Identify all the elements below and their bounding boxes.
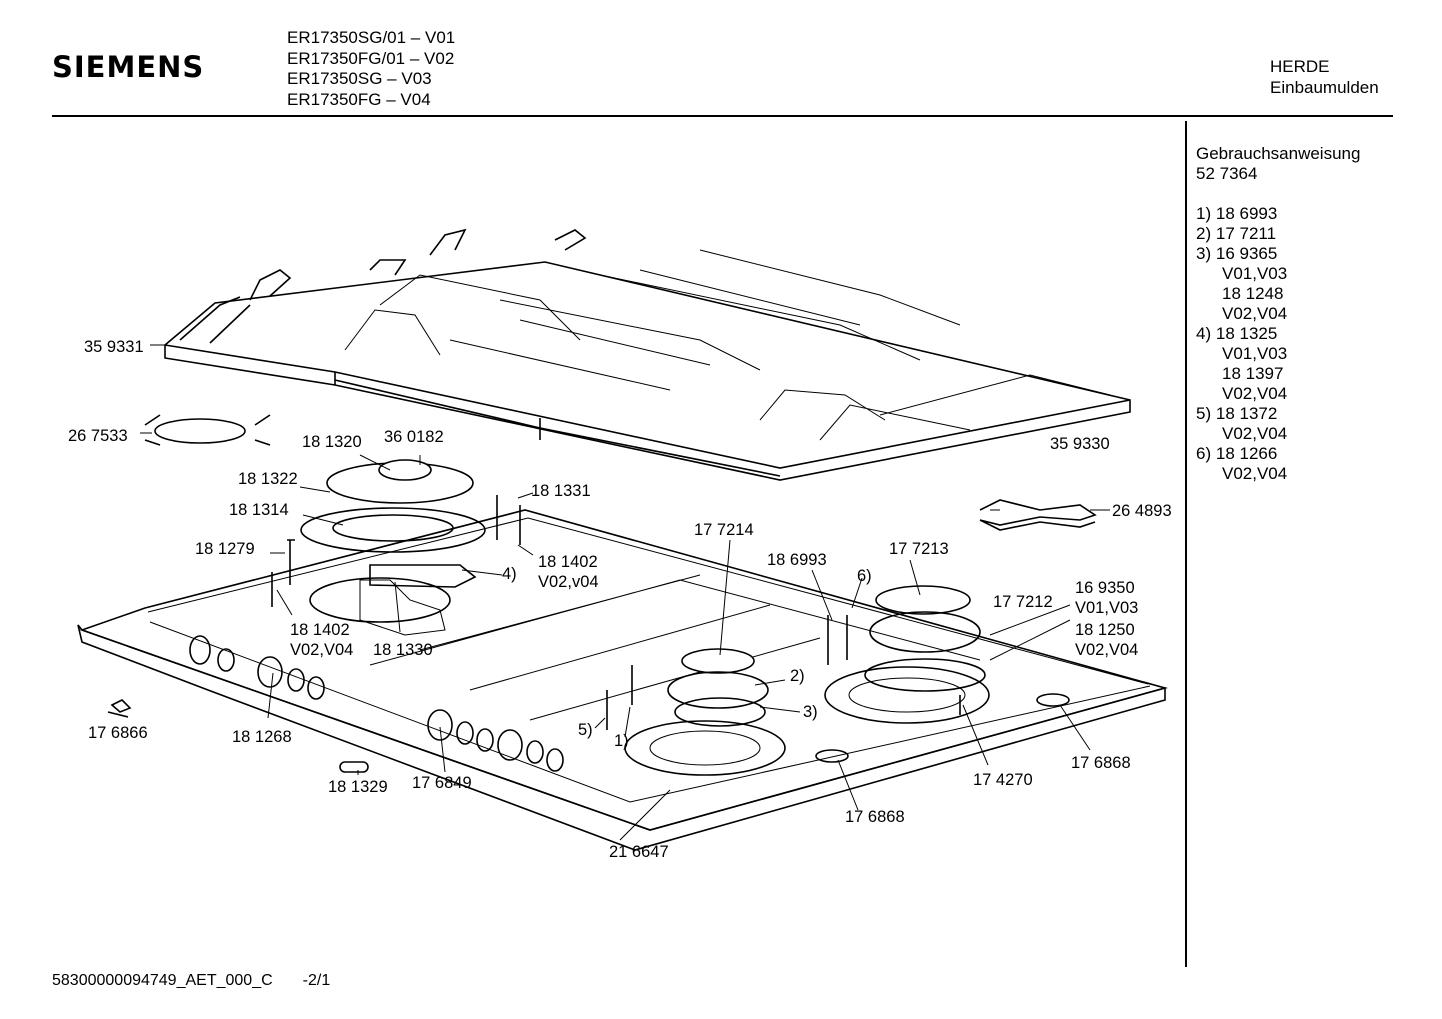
note-item: 1) 18 6993 (1196, 204, 1278, 223)
part-label: 18 1320 (302, 433, 362, 451)
document-id: 58300000094749_AET_000_C (52, 972, 273, 989)
part-label: 17 4270 (973, 771, 1033, 789)
part-label: 18 1250 (1075, 621, 1135, 639)
part-label: 35 9331 (84, 338, 144, 356)
part-label: 17 6866 (88, 724, 148, 742)
header-divider (52, 115, 1393, 117)
note-line: 18 1248 (1222, 284, 1284, 303)
sidebar-divider (1185, 121, 1187, 967)
part-label: 17 7214 (694, 521, 754, 539)
part-label: 17 6868 (1071, 754, 1131, 772)
note-line: V02,V04 (1222, 424, 1288, 443)
part-label: 1) (614, 732, 629, 750)
part-label: 16 9350 (1075, 579, 1135, 597)
leader-lines (140, 344, 1110, 841)
note-item: 6) 18 1266 (1196, 444, 1278, 463)
part-label: 26 4893 (1112, 502, 1172, 520)
exploded-view-drawing (77, 228, 1168, 851)
note-line: V02,V04 (1222, 304, 1288, 323)
part-label: 18 1279 (195, 540, 255, 558)
note-line: 18 1397 (1222, 364, 1284, 383)
grid-clip-left (144, 414, 271, 446)
note-line: V01,V03 (1222, 344, 1288, 363)
note-line: V02,V04 (1222, 384, 1288, 403)
model-line: ER17350SG/01 – V01 (287, 28, 456, 47)
hob-tray (77, 509, 1168, 851)
control-knobs (189, 635, 564, 772)
part-label: V01,V03 (1075, 599, 1139, 617)
part-label: 21 6647 (609, 843, 669, 861)
part-label: 17 6849 (412, 774, 472, 792)
note-item: 2) 17 7211 (1196, 224, 1277, 243)
model-line: ER17350SG – V03 (287, 69, 432, 88)
part-label: 26 7533 (68, 427, 128, 445)
part-label: 17 6868 (845, 808, 905, 826)
burner-middle (624, 648, 786, 776)
part-label: 5) (578, 721, 593, 739)
spacer (1196, 184, 1360, 204)
part-label: 2) (790, 667, 805, 685)
brand-logo: SIEMENS (52, 50, 205, 84)
note-item: 5) 18 1372 (1196, 404, 1278, 423)
burner-right (606, 585, 1070, 763)
part-label: 36 0182 (384, 428, 444, 446)
page-number: -2/1 (302, 972, 331, 989)
part-label: 17 7212 (993, 593, 1053, 611)
category: HERDE Einbaumulden (1270, 57, 1379, 98)
manual-title: Gebrauchsanweisung (1196, 144, 1361, 163)
grid-clip-right (979, 499, 1097, 531)
model-list: ER17350SG/01 – V01 ER17350FG/01 – V02 ER… (287, 28, 455, 110)
part-label: 18 6993 (767, 551, 827, 569)
note-line: V01,V03 (1222, 264, 1288, 283)
note-item: 4) 18 1325 (1196, 324, 1278, 343)
part-label: 3) (803, 703, 818, 721)
category-line: Einbaumulden (1270, 77, 1379, 97)
part-label: 18 1329 (328, 778, 388, 796)
category-line: HERDE (1270, 57, 1330, 76)
part-label: 18 1268 (232, 728, 292, 746)
part-label: 18 1402 (290, 621, 350, 639)
part-label: 17 7213 (889, 540, 949, 558)
footer: 58300000094749_AET_000_C -2/1 (52, 972, 330, 990)
note-item: 3) 16 9365 (1196, 244, 1278, 263)
model-line: ER17350FG – V04 (287, 89, 431, 109)
part-label: 18 1330 (373, 641, 433, 659)
part-label: 18 1331 (531, 482, 591, 500)
manual-number: 52 7364 (1196, 164, 1258, 183)
part-label: 4) (502, 565, 517, 583)
part-label: 18 1314 (229, 501, 289, 519)
pan-support-grid (164, 228, 1131, 481)
part-label: 18 1322 (238, 470, 298, 488)
note-line: V02,V04 (1222, 464, 1288, 483)
burner-left-parts (271, 459, 521, 636)
part-label: V02,V04 (1075, 641, 1139, 659)
part-label: 35 9330 (1050, 435, 1110, 453)
model-line: ER17350FG/01 – V02 (287, 48, 455, 68)
part-label: V02,V04 (290, 641, 354, 659)
part-label: V02,v04 (538, 573, 599, 591)
side-notes: Gebrauchsanweisung 52 7364 1) 18 6993 2)… (1196, 144, 1360, 484)
part-label: 18 1402 (538, 553, 598, 571)
small-parts (107, 699, 369, 773)
part-label: 6) (857, 567, 872, 585)
